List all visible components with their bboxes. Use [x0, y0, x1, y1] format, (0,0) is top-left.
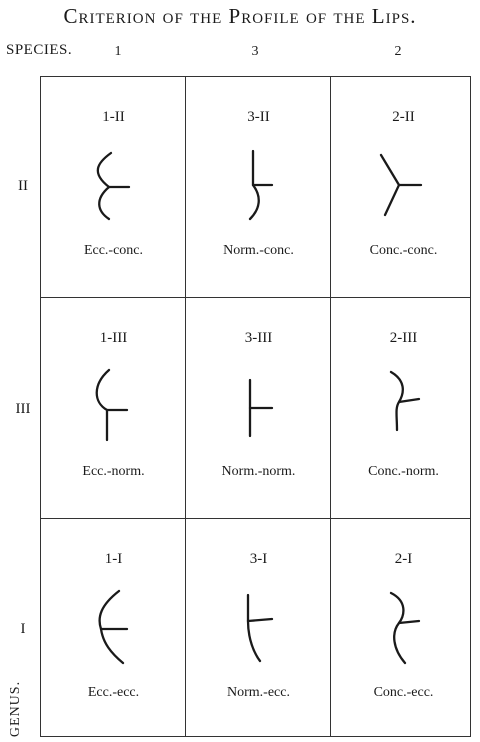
cell-name: Norm.-norm. [221, 464, 296, 479]
cell-code: 2-III [389, 330, 418, 346]
page-title: Criterion of the Profile of the Lips. [63, 4, 417, 28]
grid-divider [330, 77, 331, 736]
cell-code: 2-I [394, 551, 413, 567]
cell-code: 3-II [247, 109, 270, 125]
cell-name: Conc.-ecc. [373, 685, 434, 700]
cell-code: 3-I [249, 551, 268, 567]
cell-name: Ecc.-conc. [83, 243, 144, 258]
cell-2-i: 2-I Conc.-ecc. [331, 519, 476, 740]
cell-3-i: 3-I Norm.-ecc. [186, 519, 331, 740]
cell-1-iii: 1-III Ecc.-norm. [41, 298, 186, 519]
cell-2-ii: 2-II Conc.-conc. [331, 77, 476, 298]
conc-ecc-icon [389, 591, 421, 665]
column-header-2: 2 [394, 44, 402, 59]
conc-conc-icon [379, 153, 423, 217]
grid-divider [185, 77, 186, 736]
norm-ecc-icon [246, 593, 274, 663]
cell-name: Conc.-norm. [368, 464, 439, 479]
cell-1-i: 1-I Ecc.-ecc. [41, 519, 186, 740]
row-header-i: I [20, 621, 26, 637]
cell-code: 2-II [392, 109, 415, 125]
row-header-iii: III [15, 401, 31, 417]
species-label: SPECIES. [6, 42, 73, 58]
genus-label: GENUS. [8, 680, 23, 738]
cell-3-ii: 3-II Norm.-conc. [186, 77, 331, 298]
norm-norm-icon [248, 378, 274, 438]
grid-divider [41, 518, 470, 519]
cell-code: 1-III [99, 330, 128, 346]
cell-name: Conc.-conc. [369, 243, 438, 258]
cell-code: 1-I [104, 551, 123, 567]
column-header-3: 3 [251, 44, 259, 59]
cell-1-ii: 1-II Ecc.-conc. [41, 77, 186, 298]
grid-divider [41, 297, 470, 298]
conc-norm-icon [389, 370, 421, 432]
ecc-conc-icon [96, 151, 131, 221]
cell-code: 1-II [102, 109, 125, 125]
ecc-norm-icon [95, 368, 129, 442]
lip-profile-grid: 1-II Ecc.-conc. 3-II Norm.-conc. 2-II Co… [40, 76, 471, 737]
cell-code: 3-III [244, 330, 273, 346]
cell-2-iii: 2-III Conc.-norm. [331, 298, 476, 519]
cell-3-iii: 3-III Norm.-norm. [186, 298, 331, 519]
row-header-ii: II [18, 178, 28, 194]
ecc-ecc-icon [98, 589, 129, 665]
column-header-1: 1 [114, 44, 122, 59]
cell-name: Norm.-conc. [223, 243, 294, 258]
cell-name: Norm.-ecc. [227, 685, 290, 700]
norm-conc-icon [248, 149, 274, 221]
cell-name: Ecc.-norm. [82, 464, 145, 479]
cell-name: Ecc.-ecc. [87, 685, 140, 700]
